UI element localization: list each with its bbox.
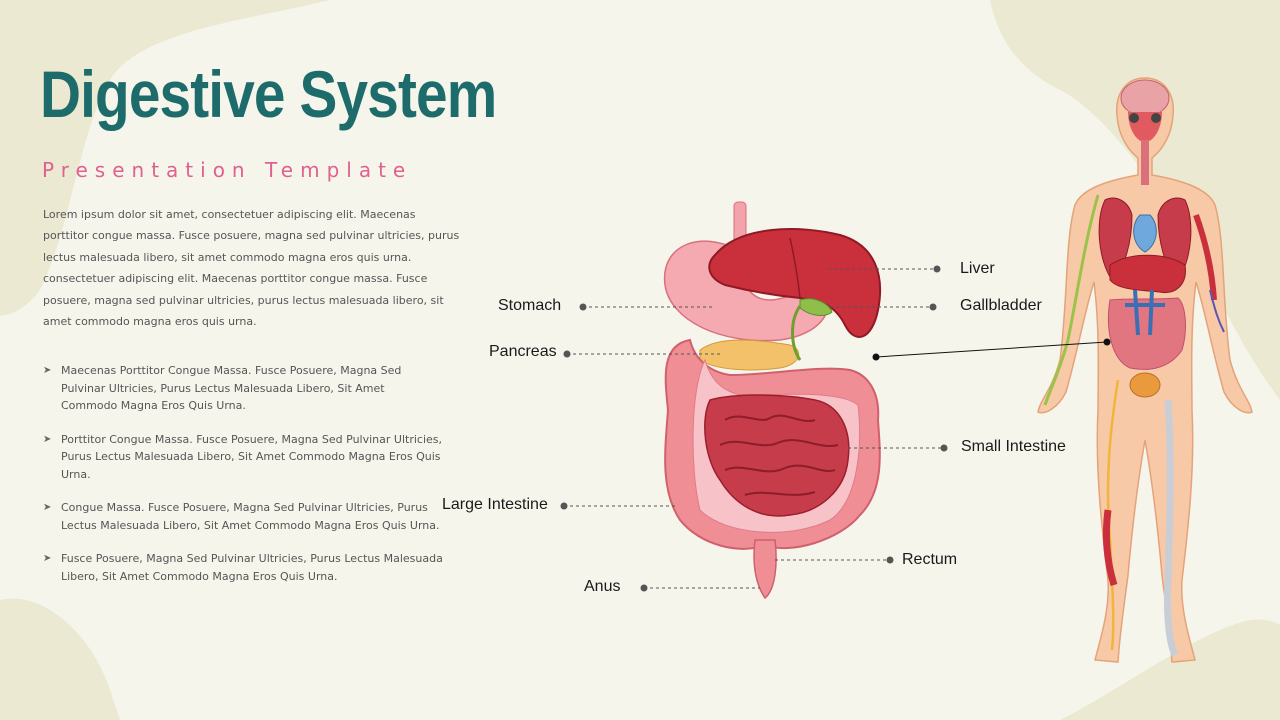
- arrow-right-icon: ➤: [43, 365, 52, 376]
- page-title: Digestive System: [40, 57, 497, 131]
- arrow-right-icon: ➤: [43, 502, 52, 513]
- page-subtitle: Presentation Template: [42, 158, 413, 182]
- label-rectum: Rectum: [902, 551, 958, 568]
- leader-lines: [564, 268, 1108, 589]
- bullet-text: Fusce Posuere, Magna Sed Pulvinar Ultric…: [61, 552, 443, 583]
- leader-dots: [560, 265, 1111, 592]
- pancreas: [699, 339, 800, 371]
- stomach: [663, 240, 829, 342]
- list-item: ➤ Congue Massa. Fusce Posuere, Magna Sed …: [43, 499, 443, 534]
- label-stomach: Stomach: [498, 297, 562, 314]
- label-small-intestine: Small Intestine: [961, 438, 1066, 455]
- label-liver: Liver: [960, 260, 995, 277]
- bullet-text: Porttitor Congue Massa. Fusce Posuere, M…: [61, 432, 443, 481]
- list-item: ➤ Porttitor Congue Massa. Fusce Posuere, …: [43, 431, 443, 484]
- list-item: ➤ Maecenas Porttitor Congue Massa. Fusce …: [43, 362, 443, 415]
- intro-paragraph: Lorem ipsum dolor sit amet, consectetuer…: [43, 208, 460, 329]
- bullet-text: Maecenas Porttitor Congue Massa. Fusce P…: [61, 364, 402, 412]
- arrow-right-icon: ➤: [43, 433, 52, 445]
- rectum: [753, 539, 777, 600]
- label-gallbladder: Gallbladder: [960, 297, 1042, 314]
- arrow-right-icon: ➤: [43, 553, 52, 564]
- human-body-figure: [1037, 77, 1253, 663]
- gallbladder: [799, 298, 833, 316]
- bullet-list: ➤ Maecenas Porttitor Congue Massa. Fusce …: [43, 362, 443, 601]
- label-anus: Anus: [584, 578, 621, 595]
- label-pancreas: Pancreas: [489, 343, 557, 360]
- liver: [708, 228, 882, 338]
- bullet-text: Congue Massa. Fusce Posuere, Magna Sed P…: [61, 501, 440, 532]
- list-item: ➤ Fusce Posuere, Magna Sed Pulvinar Ultri…: [43, 550, 443, 585]
- small-intestine: [704, 394, 850, 517]
- label-large-intestine: Large Intestine: [442, 496, 548, 513]
